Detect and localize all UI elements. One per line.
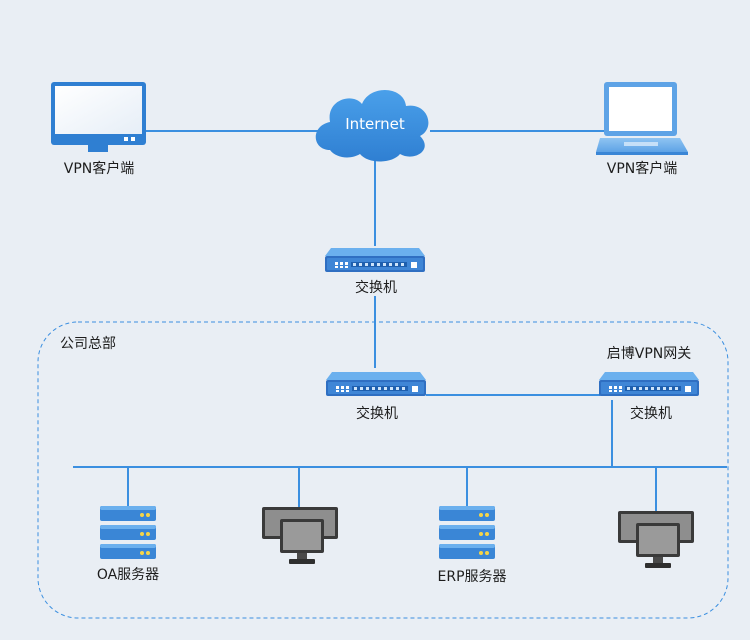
switch-icon-mid — [326, 372, 426, 396]
oa-server-icon — [100, 506, 156, 559]
headquarters-zone — [37, 321, 729, 619]
cloud-icon — [315, 89, 429, 162]
connection-lines — [73, 130, 727, 516]
erp-server-label: ERP服务器 — [437, 569, 507, 585]
headquarters-label: 公司总部 — [60, 336, 116, 352]
gateway-switch-icon — [599, 372, 699, 396]
erp-server-icon — [439, 506, 495, 559]
oa-server-label: OA服务器 — [96, 567, 160, 583]
internet-label: Internet — [345, 115, 405, 133]
switch-mid-label: 交换机 — [356, 406, 398, 422]
switch-icon-top — [325, 248, 425, 272]
gateway-label: 启博VPN网关 — [606, 346, 692, 362]
laptop-icon — [596, 82, 688, 155]
gateway-switch-label: 交换机 — [630, 406, 672, 422]
client-left-label: VPN客户端 — [63, 161, 135, 177]
pc-group-icon-1 — [262, 507, 338, 564]
switch-top-label: 交换机 — [355, 280, 397, 296]
monitor-icon — [51, 82, 146, 152]
pc-group-icon-2 — [618, 511, 694, 568]
client-right-label: VPN客户端 — [606, 161, 678, 177]
